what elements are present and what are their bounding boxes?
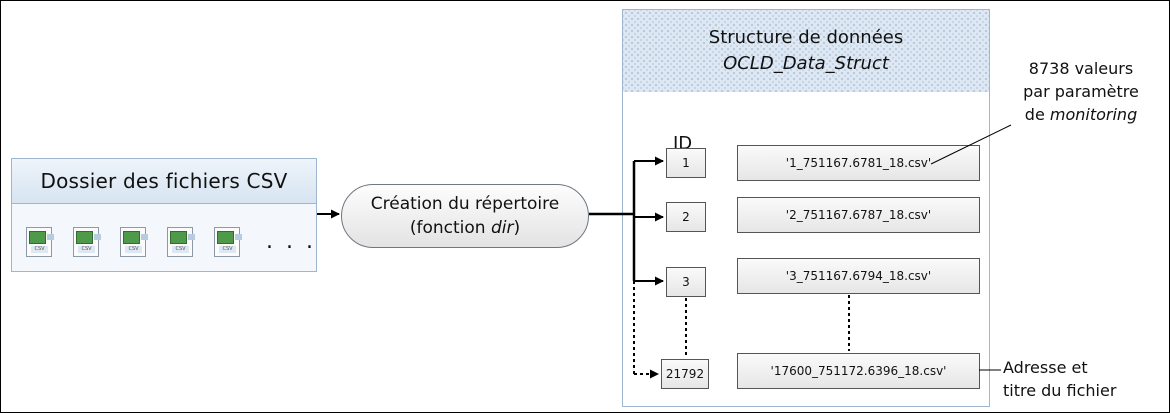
csv-file-icon: CSV bbox=[214, 227, 242, 257]
id-cell: 21792 bbox=[661, 359, 709, 389]
csv-file-icon: CSV bbox=[26, 227, 54, 257]
data-structure-title: Structure de données bbox=[708, 27, 904, 48]
csv-file-icon: CSV bbox=[120, 227, 148, 257]
file-cell: '3_751167.6794_18.csv' bbox=[737, 258, 980, 294]
id-cell: 2 bbox=[666, 202, 706, 232]
process-line1: Création du répertoire bbox=[370, 194, 560, 214]
file-cell: '17600_751172.6396_18.csv' bbox=[737, 353, 980, 389]
csv-file-icon: CSV bbox=[73, 227, 101, 257]
values-per-parameter-note: 8738 valeurs par paramètre de monitoring bbox=[1023, 59, 1139, 124]
id-cell: 1 bbox=[666, 148, 706, 178]
more-files-ellipsis: . . . bbox=[266, 229, 316, 254]
process-line2: (fonction dir) bbox=[409, 218, 521, 238]
csv-file-icon: CSV bbox=[167, 227, 195, 257]
id-cell: 3 bbox=[666, 267, 706, 297]
file-cell: '1_751167.6781_18.csv' bbox=[737, 145, 980, 181]
process-create-directory: Création du répertoire (fonction dir) bbox=[341, 184, 589, 248]
file-address-note: Adresse et titre du fichier bbox=[1003, 358, 1117, 400]
data-structure-name: OCLD_Data_Struct bbox=[723, 53, 889, 74]
csv-folder-title: Dossier des fichiers CSV bbox=[12, 159, 316, 204]
csv-folder-box: Dossier des fichiers CSV CSV CSV CSV CSV… bbox=[11, 158, 317, 272]
file-cell: '2_751167.6787_18.csv' bbox=[737, 197, 980, 233]
data-structure-header: Structure de données OCLD_Data_Struct bbox=[623, 10, 989, 92]
